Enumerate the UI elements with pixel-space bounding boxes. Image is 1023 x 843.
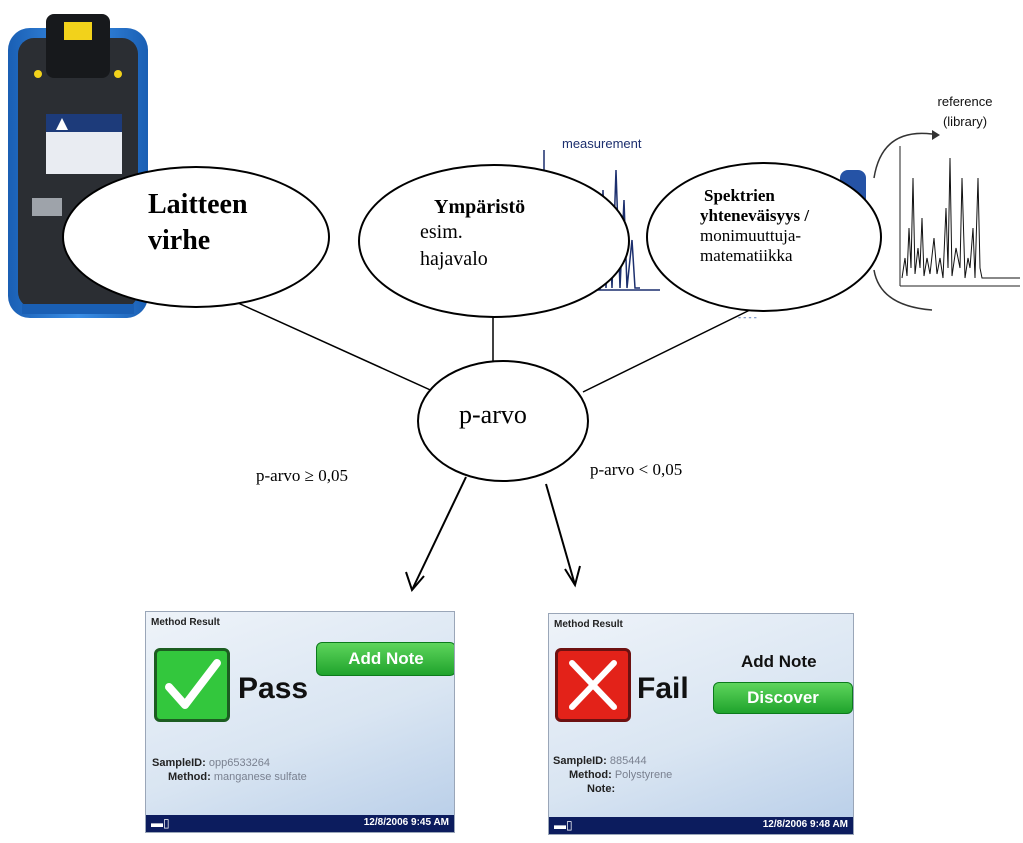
reference-label-line2: (library) bbox=[942, 114, 988, 129]
similarity-line2: yhteneväisyys / bbox=[700, 206, 810, 225]
reference-spectrum bbox=[873, 130, 1020, 311]
reference-label: reference (library) bbox=[920, 92, 1010, 132]
condition-fail-label: p-arvo < 0,05 bbox=[590, 460, 683, 479]
status-bar: ▬▯ 12/8/2006 9:45 AM bbox=[146, 815, 454, 832]
device-error-line2: virhe bbox=[148, 225, 211, 256]
power-plug-icon: ▬▯ bbox=[151, 816, 170, 830]
ellipse-device-error: Laitteen virhe bbox=[62, 166, 330, 308]
environment-line1: Ympäristö bbox=[434, 196, 526, 218]
fail-meta: SampleID: 885444 Method: Polystyrene Not… bbox=[553, 754, 672, 796]
result-screen-fail: Method Result Fail Add Note Discover Sam… bbox=[548, 613, 854, 835]
reference-label-line1: reference bbox=[937, 94, 993, 109]
environment-line3: hajavalo bbox=[420, 248, 488, 270]
sample-id-value: opp6533264 bbox=[208, 757, 271, 769]
sample-id-value: 885444 bbox=[609, 755, 647, 767]
fail-result-text: Fail bbox=[637, 672, 689, 705]
pass-result-text: Pass bbox=[238, 672, 309, 705]
sample-id-label: SampleID: bbox=[553, 755, 607, 767]
sample-id-label: SampleID: bbox=[152, 757, 206, 769]
x-mark-icon bbox=[555, 648, 631, 722]
add-note-label[interactable]: Add Note bbox=[741, 652, 817, 671]
method-label: Method: bbox=[569, 769, 612, 781]
similarity-line4: matematiikka bbox=[700, 246, 793, 265]
result-screen-pass: Method Result Pass Add Note SampleID: op… bbox=[145, 611, 455, 833]
method-value: manganese sulfate bbox=[213, 771, 307, 783]
similarity-line3: monimuuttuja- bbox=[700, 226, 802, 245]
add-note-button[interactable]: Add Note bbox=[316, 642, 454, 676]
ellipse-environment: Ympäristö esim. hajavalo bbox=[358, 164, 630, 318]
datetime: 12/8/2006 9:48 AM bbox=[762, 819, 848, 830]
svg-text:- - - -: - - - - bbox=[738, 312, 757, 320]
power-plug-icon: ▬▯ bbox=[554, 818, 573, 832]
fail-screen-header: Method Result bbox=[554, 619, 623, 630]
checkmark-icon bbox=[154, 648, 230, 722]
similarity-line1: Spektrien bbox=[704, 186, 775, 205]
measurement-label: measurement bbox=[562, 136, 642, 151]
pass-meta: SampleID: opp6533264 Method: manganese s… bbox=[152, 756, 307, 784]
ellipse-p-value: p-arvo bbox=[417, 360, 589, 482]
condition-pass-label: p-arvo ≥ 0,05 bbox=[256, 466, 348, 485]
pass-screen-header: Method Result bbox=[151, 617, 220, 628]
status-bar: ▬▯ 12/8/2006 9:48 AM bbox=[549, 817, 853, 834]
discover-button[interactable]: Discover bbox=[713, 682, 853, 714]
note-label: Note: bbox=[587, 783, 616, 795]
method-label: Method: bbox=[168, 771, 211, 783]
datetime: 12/8/2006 9:45 AM bbox=[363, 817, 449, 828]
p-value-label: p-arvo bbox=[459, 400, 527, 429]
ellipse-spectra-similarity: Spektrien yhteneväisyys / monimuuttuja- … bbox=[646, 162, 882, 312]
environment-line2: esim. bbox=[420, 221, 463, 243]
method-value: Polystyrene bbox=[614, 769, 673, 781]
device-error-line1: Laitteen bbox=[148, 189, 248, 220]
